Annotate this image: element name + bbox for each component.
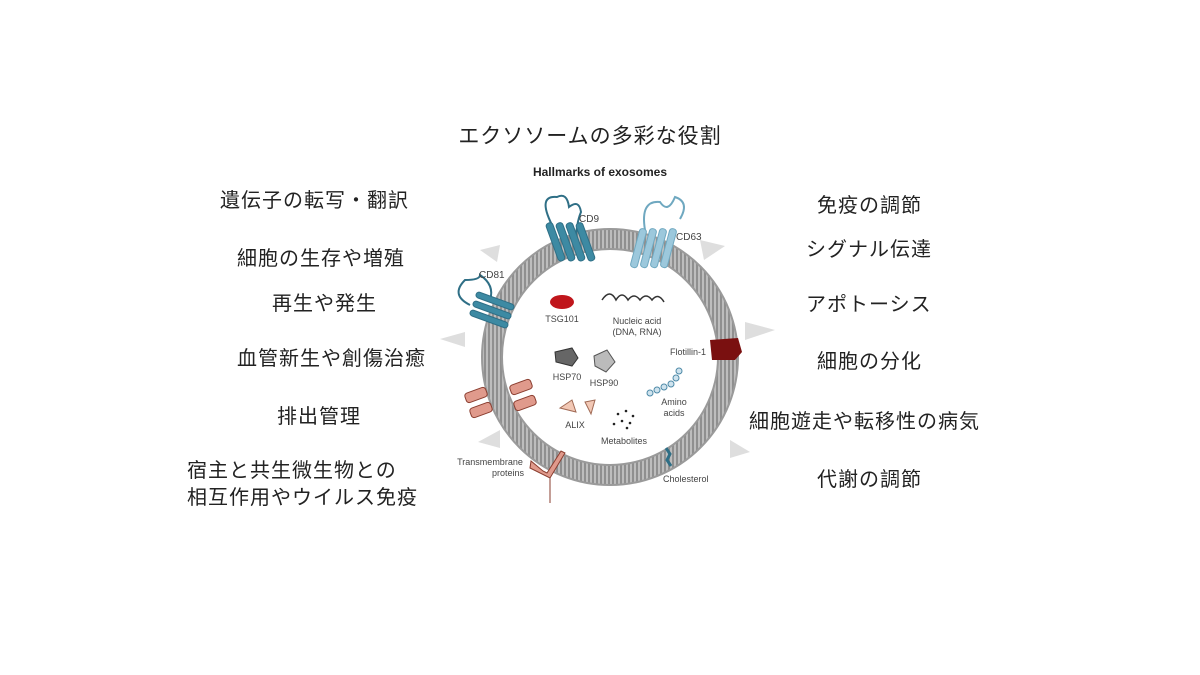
role-left-1: 遺伝子の転写・翻訳 xyxy=(220,188,409,212)
label-transmembrane: Transmembrane xyxy=(457,457,523,467)
label-nucleic-acid-types: (DNA, RNA) xyxy=(613,327,662,337)
tsg101-shape xyxy=(550,295,574,309)
label-cd63: CD63 xyxy=(676,232,702,243)
label-nucleic-acid: Nucleic acid xyxy=(613,316,662,326)
arrow-icon xyxy=(730,440,750,458)
hsp90-shape xyxy=(593,349,616,373)
role-left-7: 相互作用やウイルス免疫 xyxy=(187,485,418,509)
alix-shape-1 xyxy=(558,399,577,413)
cd63-protein xyxy=(630,195,685,269)
arrow-icon xyxy=(480,245,500,262)
label-hsp90: HSP90 xyxy=(590,378,619,388)
label-alix: ALIX xyxy=(565,420,585,430)
label-acids: acids xyxy=(663,408,685,418)
arrows xyxy=(440,240,775,458)
role-right-1: 免疫の調節 xyxy=(817,193,922,217)
role-right-6: 代謝の調節 xyxy=(817,467,922,491)
arrow-icon xyxy=(478,430,500,448)
nucleic-acid-shape xyxy=(601,293,665,303)
hsp70-shape xyxy=(554,347,579,367)
label-cd9: CD9 xyxy=(579,214,599,225)
amino-acids-shape xyxy=(646,367,683,397)
label-tsg101: TSG101 xyxy=(545,314,579,324)
transmembrane-proteins-shape xyxy=(464,378,566,503)
flotillin-shape xyxy=(710,338,742,360)
role-left-3: 再生や発生 xyxy=(272,291,377,315)
cd9-protein xyxy=(544,194,596,262)
label-cd81: CD81 xyxy=(479,270,505,281)
slide-title: エクソソームの多彩な役割 xyxy=(458,124,722,148)
role-right-4: 細胞の分化 xyxy=(817,349,922,373)
arrow-icon xyxy=(700,240,725,260)
label-flotillin: Flotillin-1 xyxy=(670,347,706,357)
label-amino: Amino xyxy=(661,397,687,407)
role-left-6: 宿主と共生微生物との xyxy=(187,458,397,482)
arrow-icon xyxy=(745,322,775,340)
cd81-protein xyxy=(457,273,515,329)
role-right-2: シグナル伝達 xyxy=(806,237,932,261)
role-right-3: アポトーシス xyxy=(806,292,932,316)
role-right-5: 細胞遊走や転移性の病気 xyxy=(749,409,980,433)
metabolites-shape xyxy=(612,409,635,430)
arrow-icon xyxy=(440,332,465,347)
label-proteins: proteins xyxy=(492,468,525,478)
role-left-4: 血管新生や創傷治癒 xyxy=(237,346,426,370)
label-cholesterol: Cholesterol xyxy=(663,474,709,484)
diagram-heading: Hallmarks of exosomes xyxy=(533,165,667,179)
role-left-2: 細胞の生存や増殖 xyxy=(237,246,405,270)
label-metabolites: Metabolites xyxy=(601,436,648,446)
alix-shape-2 xyxy=(584,399,596,416)
role-left-5: 排出管理 xyxy=(277,404,361,428)
cholesterol-shape xyxy=(664,447,673,467)
label-hsp70: HSP70 xyxy=(553,372,582,382)
